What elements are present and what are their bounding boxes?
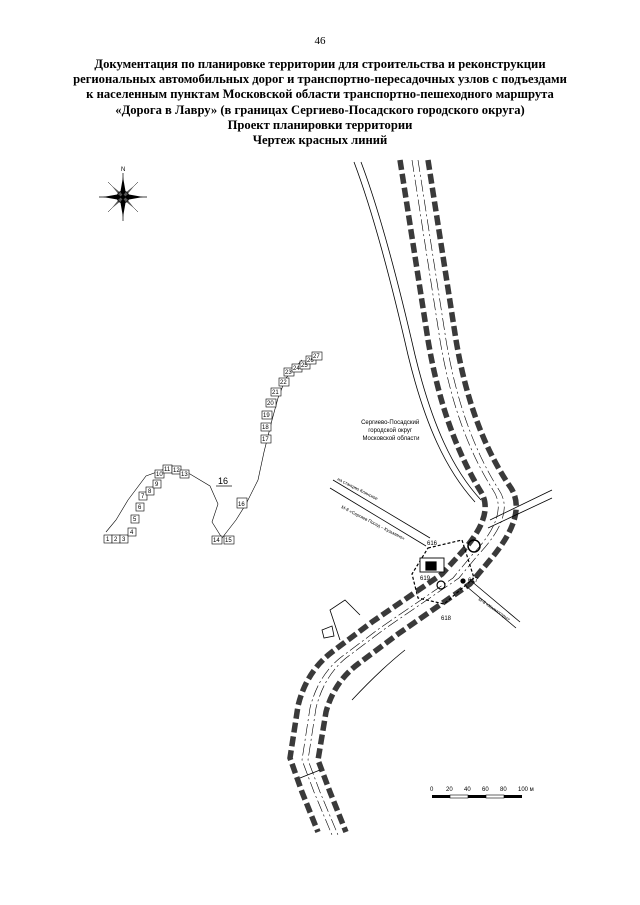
scale-tick-label: 80	[500, 787, 507, 793]
road-label-station: на станцию Клинское	[337, 476, 380, 501]
scale-bar: 0 20 40 60 80 100 м	[430, 787, 534, 799]
road-label-m8: М-8 «Сергиев Посад – Кузьмино»	[341, 504, 407, 541]
district-label: Сергиево-Посадский городской округ Моско…	[361, 419, 421, 442]
scale-tick-label: 60	[482, 787, 489, 793]
parcel-label: 8	[148, 489, 152, 495]
point-label-618: 618	[441, 616, 452, 622]
reference-road	[353, 161, 482, 503]
parcel-label: 7	[141, 494, 145, 500]
document-title: Документация по планировке территории дл…	[30, 57, 610, 148]
junction	[411, 539, 481, 605]
parcel-label: 23	[285, 370, 292, 376]
parcel-label: 12	[173, 468, 180, 474]
crossing-roads	[299, 479, 553, 779]
parcel-label: 2	[114, 537, 118, 543]
plot-number-label: 16	[218, 476, 228, 486]
parcel-label: 25	[301, 363, 308, 369]
parcel-label: 14	[213, 538, 220, 544]
parcel-label: 10	[156, 472, 163, 478]
title-line: Документация по планировке территории дл…	[94, 57, 546, 71]
parcel-label: 13	[181, 472, 188, 478]
parcel-label: 16	[238, 502, 245, 508]
parcel-label: 27	[313, 354, 320, 360]
page-number: 46	[314, 35, 326, 47]
parcel-label: 1	[106, 537, 110, 543]
scale-tick-label: 20	[446, 787, 453, 793]
parcel-label: 20	[267, 401, 274, 407]
parcel-label: 19	[263, 413, 270, 419]
title-line: Чертеж красных линий	[252, 133, 388, 148]
title-line: Проект планировки территории	[227, 117, 413, 132]
parcel-cluster: 1 2 3 4 5 6 7 8 9 10 11 12 13 14 15 16 1…	[103, 351, 323, 545]
parcel-label: 4	[130, 530, 134, 536]
title-line: «Дорога в Лавру» (в границах Сергиево-По…	[115, 102, 525, 117]
point-label-616: 616	[427, 541, 438, 547]
parcel-label: 21	[272, 390, 279, 396]
scale-tick-label: 100 м	[518, 787, 534, 793]
district-label-line: городской округ	[368, 427, 413, 434]
title-line: к населенным пунктам Московской области …	[86, 87, 554, 102]
parcel-label: 3	[122, 537, 126, 543]
red-line-left	[287, 159, 488, 834]
title-line: региональных автомобильных дорог и транс…	[73, 72, 567, 87]
district-label-line: Московской области	[362, 435, 419, 442]
parcel-label: 26	[307, 358, 314, 364]
point-label-617: 617	[468, 578, 479, 584]
district-label-line: Сергиево-Посадский	[361, 419, 419, 426]
road-centerline	[301, 159, 505, 836]
parcel-label: 15	[225, 538, 232, 544]
scale-tick-label: 0	[430, 787, 434, 793]
parcel-label: 6	[138, 505, 142, 511]
parcel-label: 17	[262, 437, 269, 443]
parcel-label: 9	[155, 482, 159, 488]
parcel-label: 22	[280, 380, 287, 386]
parcel-label: 5	[133, 517, 137, 523]
scale-tick-label: 40	[464, 787, 471, 793]
stream-line	[105, 359, 303, 539]
parcel-label: 11	[164, 467, 171, 473]
compass-rose-icon: N	[99, 167, 147, 221]
red-line-right	[315, 159, 519, 834]
point-label-619: 619	[420, 576, 431, 582]
parcel-label: 24	[293, 366, 300, 372]
compass-north-label: N	[121, 167, 125, 173]
parcel-label: 18	[262, 425, 269, 431]
